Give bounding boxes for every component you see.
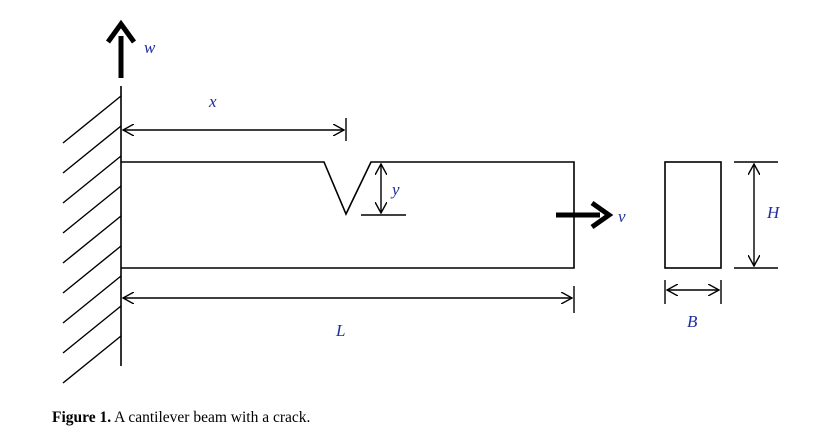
- wall-hatching: [62, 95, 122, 384]
- H-dimension: [734, 161, 778, 269]
- x-label: x: [208, 92, 217, 111]
- x-dimension: [123, 118, 347, 141]
- H-label: H: [766, 203, 781, 222]
- w-arrow: [105, 19, 137, 78]
- figure-caption-text: A cantilever beam with a crack.: [111, 409, 311, 426]
- L-label: L: [335, 321, 345, 340]
- figure-caption: Figure 1. A cantilever beam with a crack…: [52, 409, 310, 427]
- y-label: y: [390, 180, 400, 199]
- crack-depth-dimension: [361, 164, 406, 216]
- fixed-wall: [62, 86, 122, 384]
- B-label: B: [687, 312, 698, 331]
- w-label: w: [144, 38, 156, 57]
- cantilever-beam: [121, 161, 575, 269]
- beam-cross-section: [664, 161, 722, 269]
- figure-number: Figure 1.: [52, 409, 112, 426]
- v-label: v: [618, 207, 626, 226]
- L-dimension: [123, 286, 575, 313]
- B-dimension: [664, 280, 722, 304]
- v-arrow: [556, 200, 614, 230]
